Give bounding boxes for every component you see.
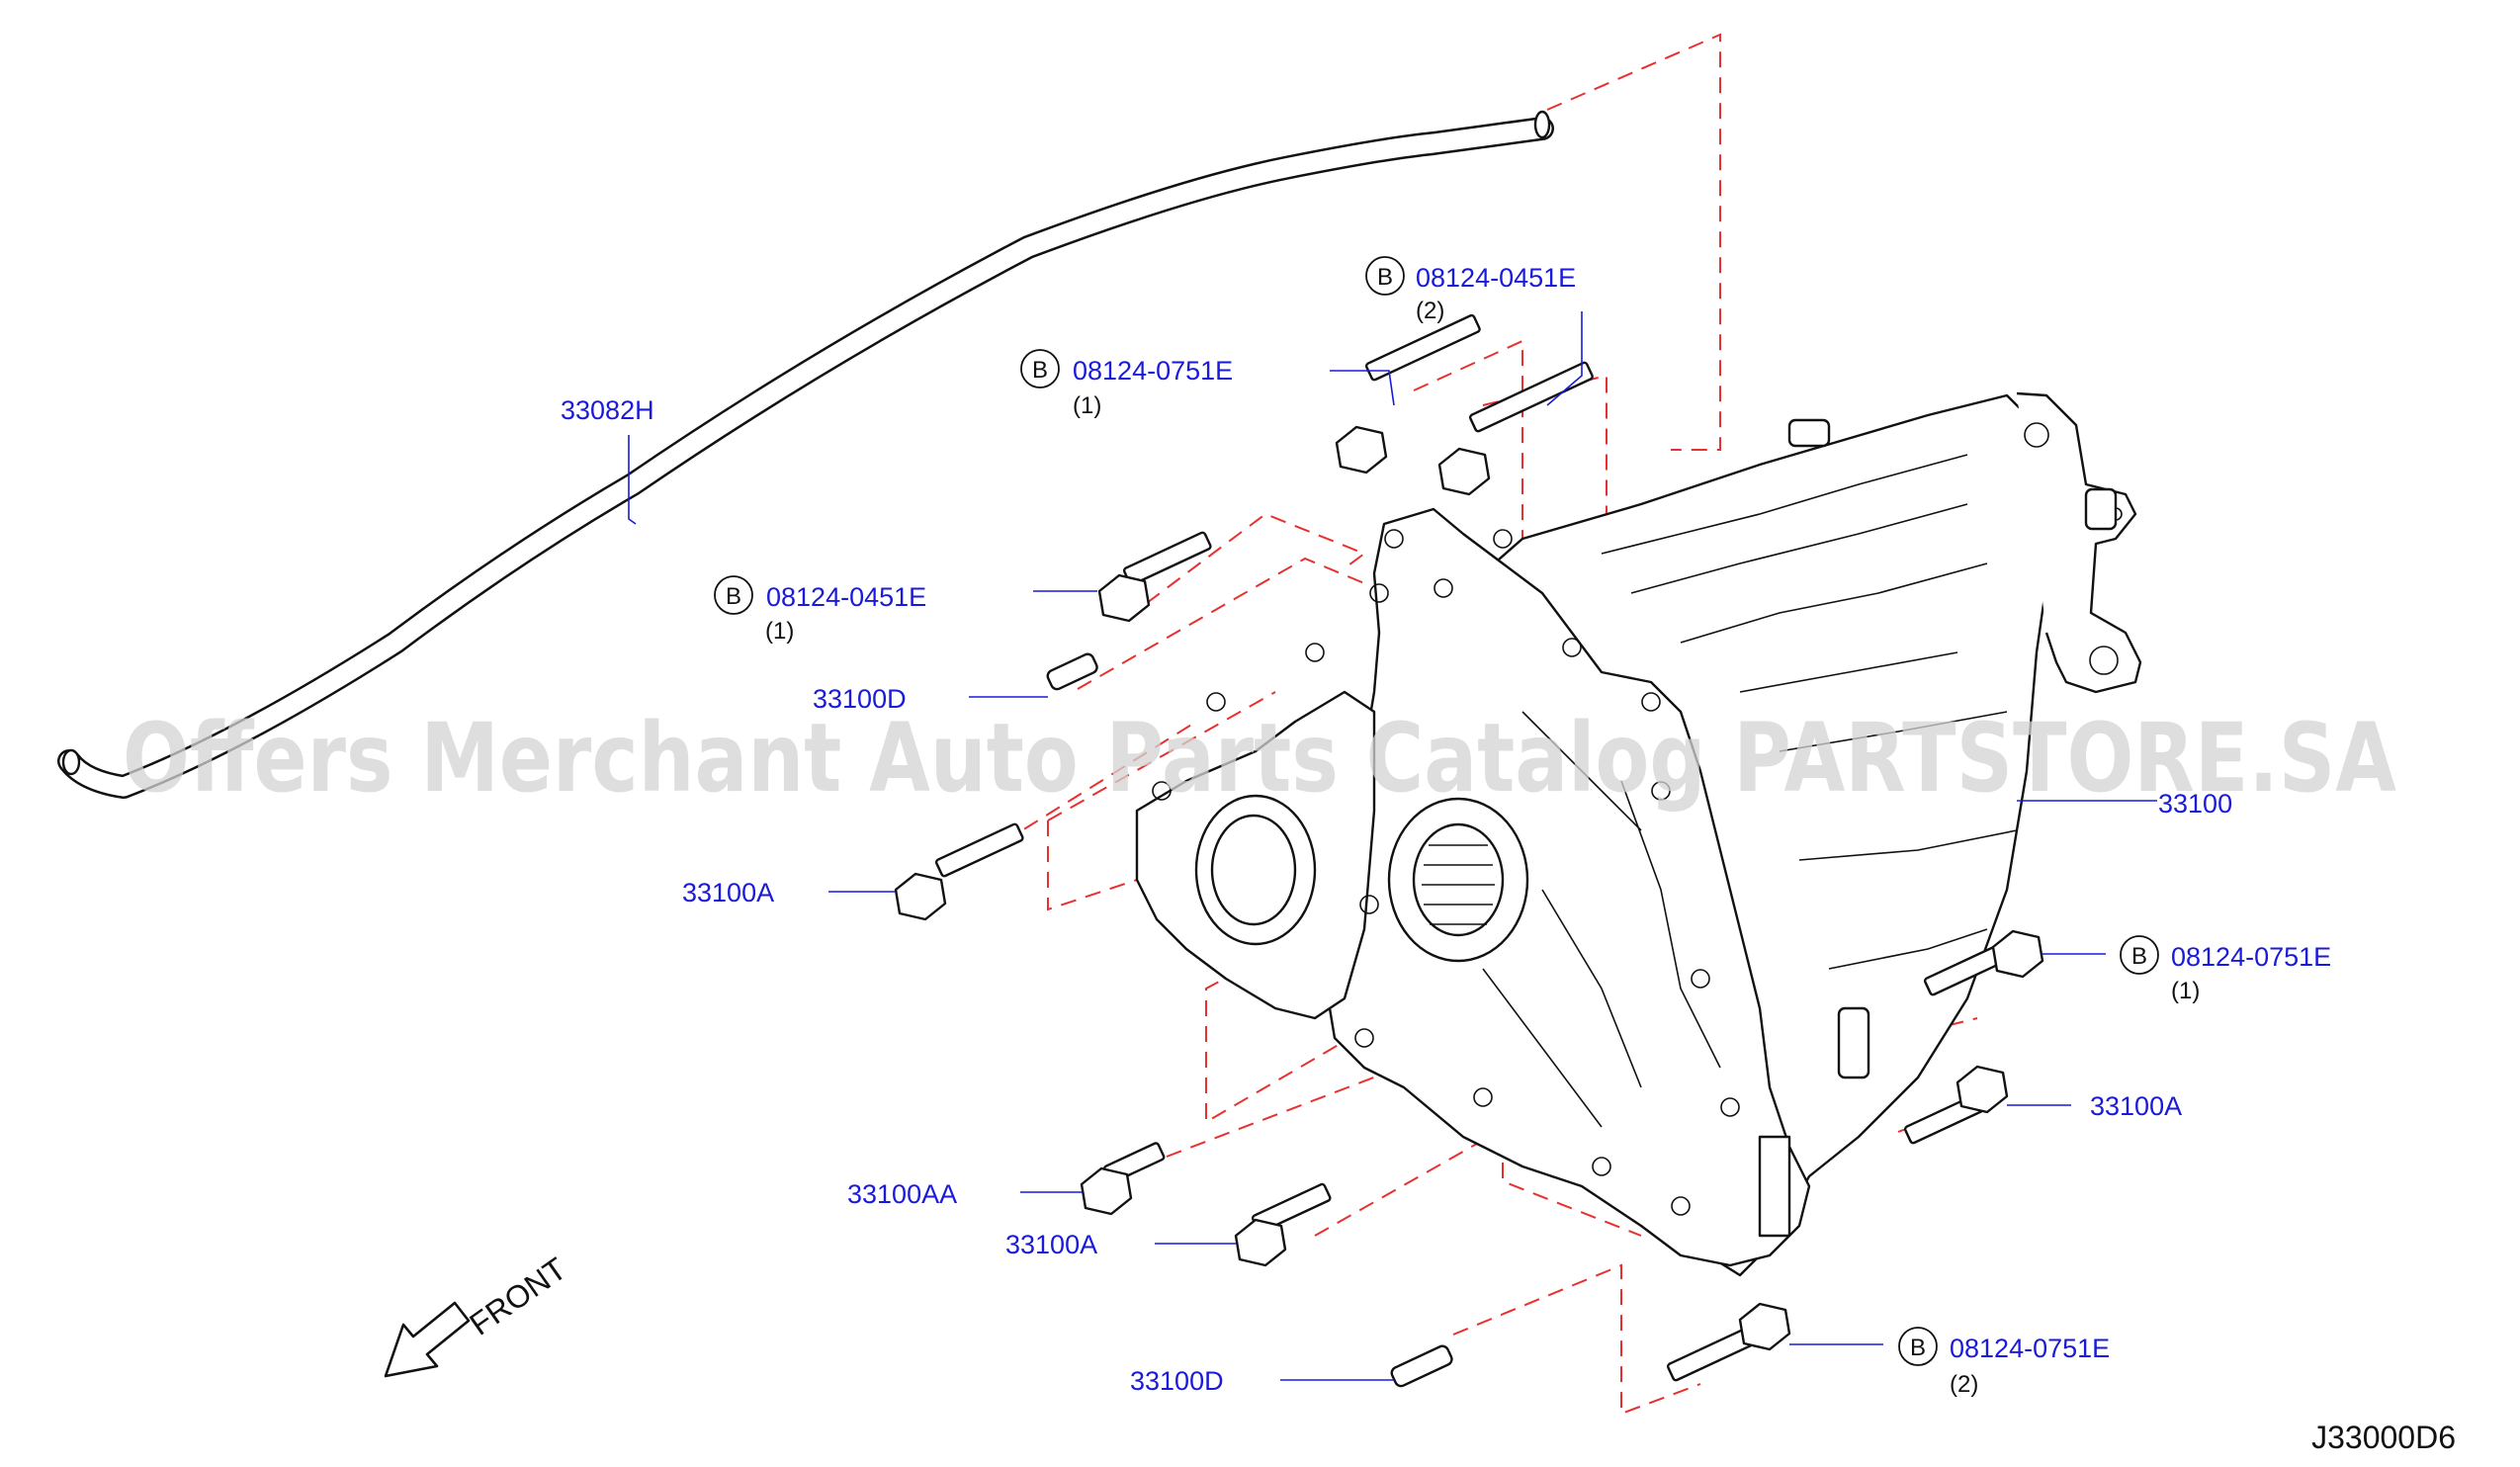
front-indicator: FRONT [384,1251,572,1378]
part-label[interactable]: 08124-0451E [766,582,926,612]
part-label[interactable]: 08124-0751E [2171,942,2331,972]
qty-label: (1) [765,618,794,645]
b-mark-circle [1365,256,1405,296]
qty-label: (2) [1416,298,1444,324]
callout-bolt-right-lower[interactable]: 33100A [2090,1091,2182,1121]
flange-bolt-holes [1152,529,1740,1216]
part-label[interactable]: 08124-0751E [1073,356,1233,386]
callout-bolt-left-mid[interactable]: 33100A [682,878,774,907]
b-mark: B [1032,357,1048,384]
part-label[interactable]: 33100D [813,684,907,714]
transfer-assembly-33100 [1135,391,2142,1277]
leader-lines [628,311,2157,1381]
diagram-code: J33000D6 [2311,1420,2456,1455]
bolt-08124-0751e-top-left [1335,313,1481,475]
callout-dowel-upper[interactable]: 33100D [813,684,907,714]
callout-bolt-top-right[interactable]: B 08124-0451E (2) [1365,256,1576,324]
bolt-33100a-left-lower [1234,1182,1332,1267]
callout-bolt-left-lower[interactable]: 33100A [1005,1230,1097,1259]
part-label[interactable]: 33100 [2158,789,2232,819]
bolt-08124-0451e-top-right [1437,361,1594,496]
bolt-08124-0751e-right-upper [1923,929,2044,996]
front-label: FRONT [463,1251,572,1342]
qty-label: (2) [1950,1371,1978,1398]
b-mark-circle [1020,349,1060,388]
b-mark: B [1910,1335,1926,1361]
dowel-33100d-lower [1390,1344,1453,1388]
callout-bolt-left-upper[interactable]: B 08124-0451E (1) [714,575,926,645]
callout-33082h[interactable]: 33082H [561,395,654,425]
b-mark: B [726,583,741,610]
front-arrow-icon [384,1301,471,1378]
tube-33082h [57,110,1554,799]
watermark-text: Offers Merchant Auto Parts Catalog PARTS… [123,703,2396,814]
bolt-08124-0751e-bottom-right [1666,1302,1791,1382]
part-label[interactable]: 33100D [1130,1366,1224,1396]
b-mark-circle [714,575,753,615]
part-label[interactable]: 33100A [682,878,774,907]
callout-bolt-aa[interactable]: 33100AA [847,1179,957,1209]
callout-bolt-right-upper[interactable]: B 08124-0751E (1) [2120,935,2331,1004]
b-mark: B [2131,943,2147,970]
callout-bolt-top-left[interactable]: B 08124-0751E (1) [1020,349,1233,419]
part-label[interactable]: 33100A [1005,1230,1097,1259]
part-label[interactable]: 08124-0751E [1950,1334,2110,1363]
b-mark-circle [2120,935,2159,975]
part-label[interactable]: 08124-0451E [1416,263,1576,293]
part-label[interactable]: 33100A [2090,1091,2182,1121]
bolt-08124-0451e-left-upper [1097,531,1212,623]
qty-label: (1) [2171,978,2200,1004]
bolt-33100a-left-mid [894,822,1024,921]
part-label[interactable]: 33082H [561,395,654,425]
callout-transfer-assy[interactable]: 33100 [2158,789,2232,819]
callout-dowel-lower[interactable]: 33100D [1130,1366,1224,1396]
b-mark-circle [1898,1327,1938,1366]
part-label[interactable]: 33100AA [847,1179,957,1209]
dowel-33100d-upper [1046,652,1098,691]
callout-bolt-bottom-right[interactable]: B 08124-0751E (2) [1898,1327,2110,1398]
bolt-33100aa [1080,1142,1166,1216]
b-mark: B [1377,264,1393,291]
qty-label: (1) [1073,392,1101,419]
bolt-33100a-right-lower [1903,1065,2009,1145]
